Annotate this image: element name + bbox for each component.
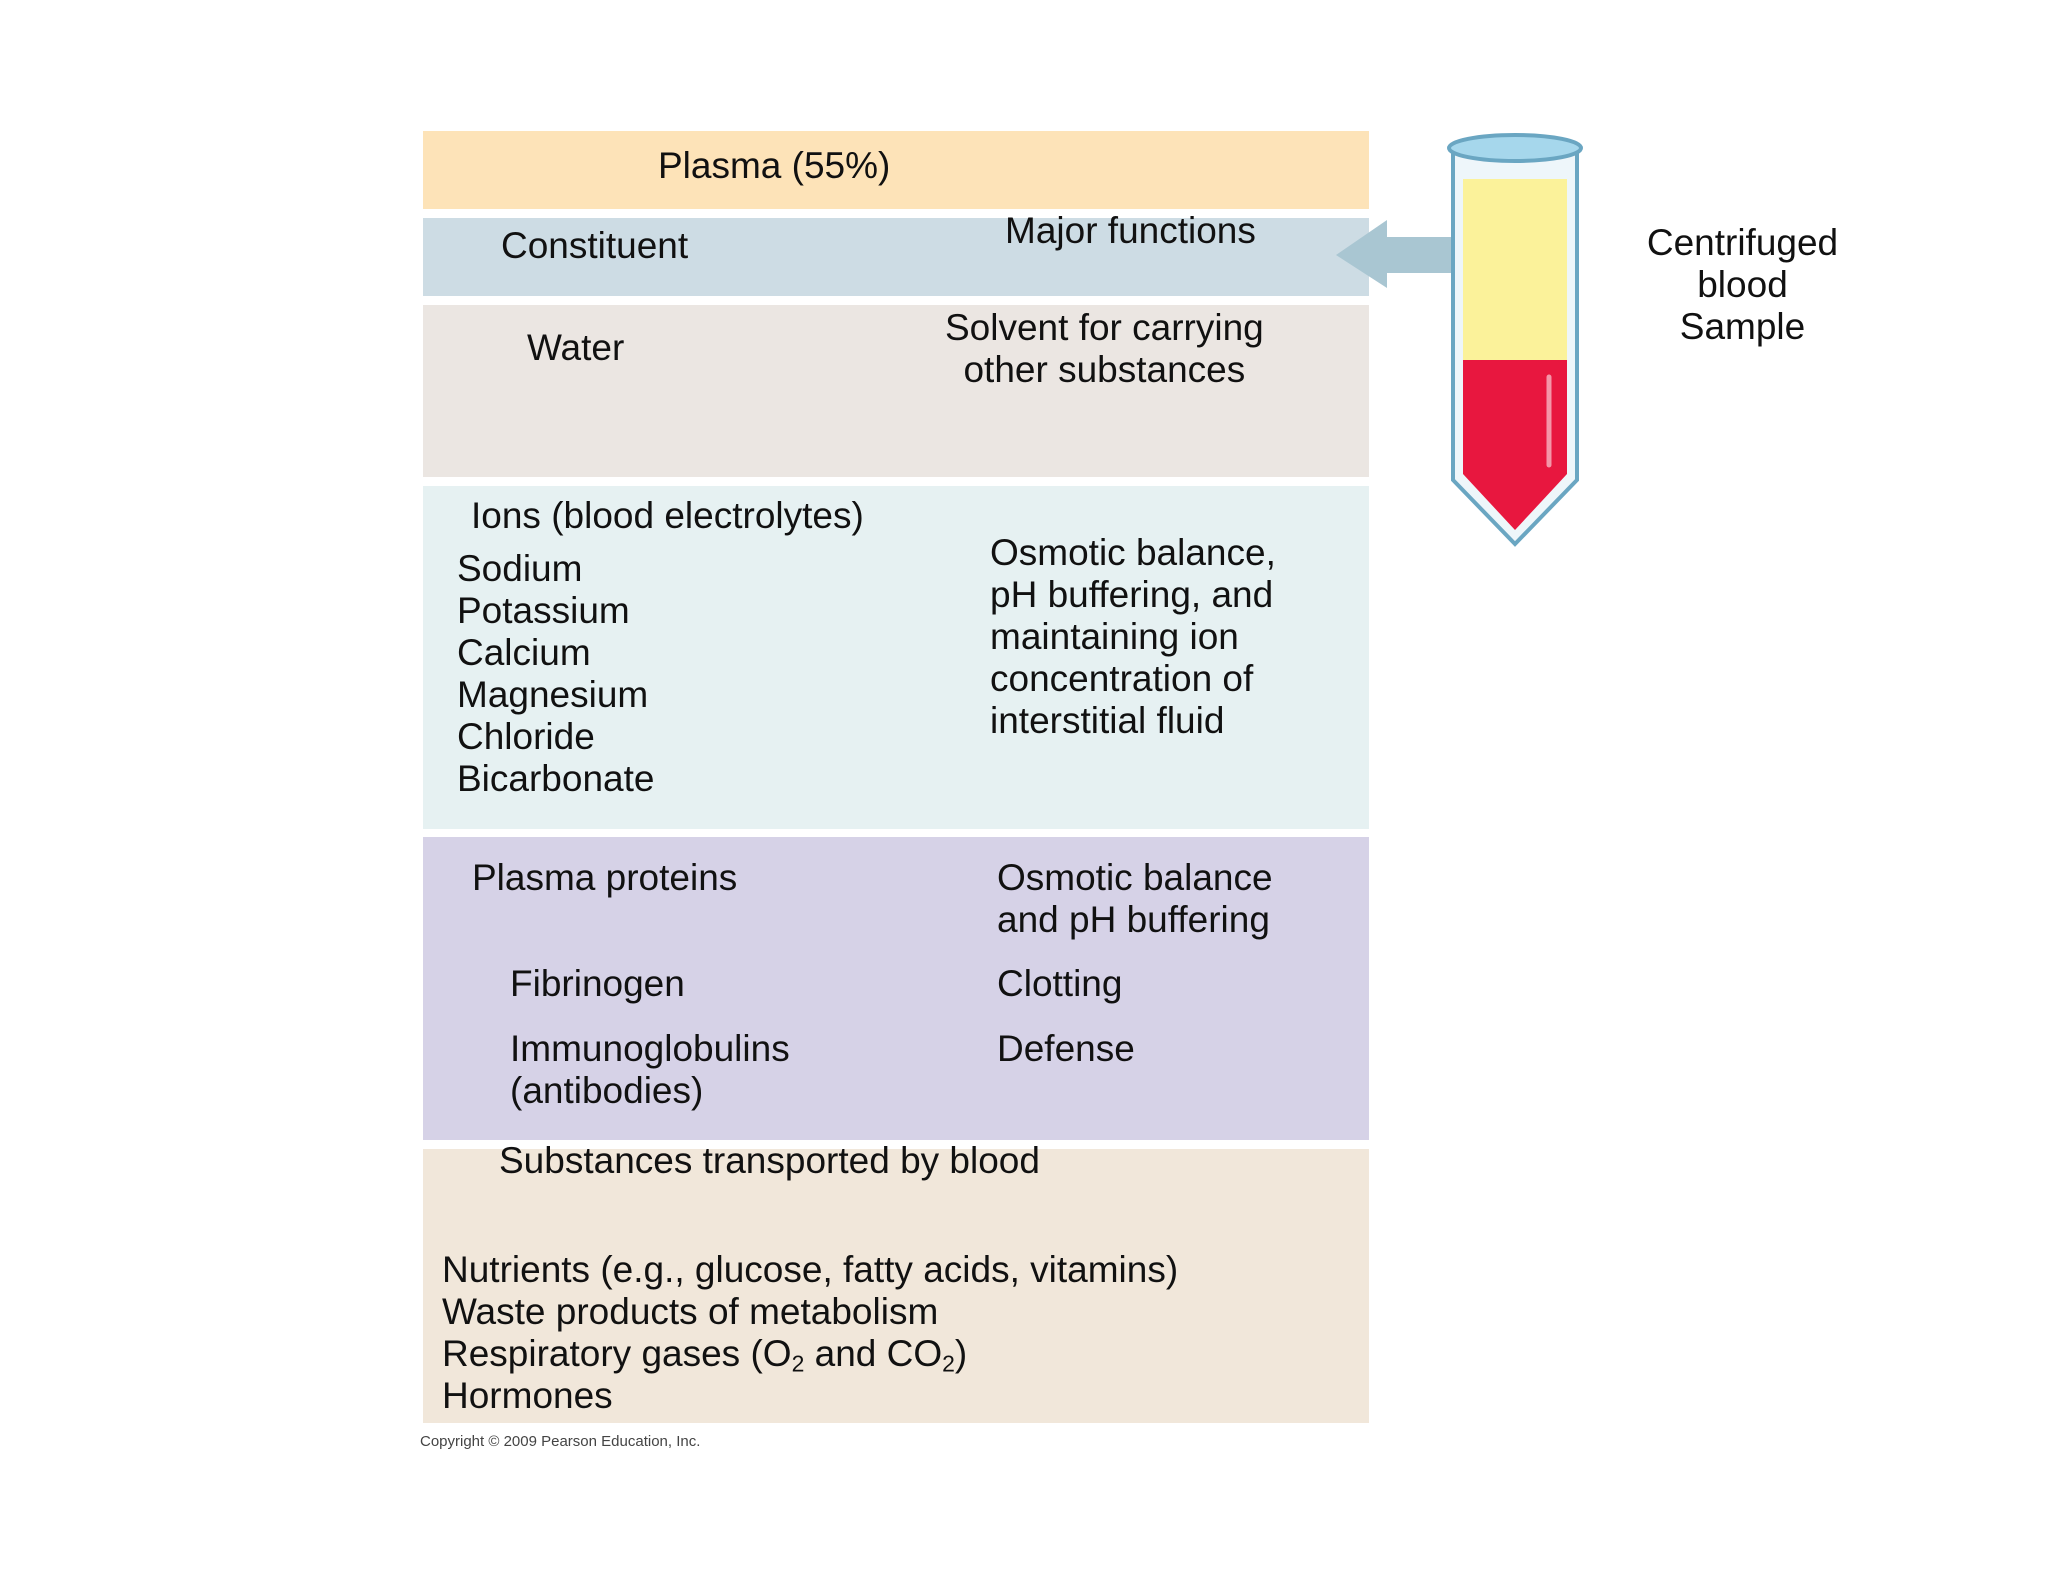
centrifuged-tube-illustration xyxy=(1336,133,1583,547)
waste-item: Waste products of metabolism xyxy=(442,1291,939,1332)
ion-item: Bicarbonate xyxy=(457,758,655,799)
ions-function: Osmotic balance, pH buffering, and maint… xyxy=(990,532,1276,742)
water-function-line: Solvent for carrying xyxy=(945,307,1264,348)
ion-item: Calcium xyxy=(457,632,591,673)
ion-item: Sodium xyxy=(457,548,583,589)
plasma-header-band xyxy=(423,131,1369,209)
tube-opening xyxy=(1447,133,1583,163)
clotting-label: Clotting xyxy=(997,963,1123,1004)
left-arrow-icon xyxy=(1336,220,1455,288)
gases-text: ) xyxy=(954,1333,968,1374)
gases-text: Respiratory gases (O xyxy=(442,1333,792,1374)
gases-text: and CO xyxy=(804,1333,943,1374)
proteins-function-line: Osmotic balance xyxy=(997,857,1273,898)
tube-caption-line: Centrifuged xyxy=(1646,222,1839,263)
proteins-function-line: and pH buffering xyxy=(997,899,1270,940)
oxygen-subscript: 2 xyxy=(791,1350,805,1377)
ions-function-line: maintaining ion xyxy=(990,616,1239,657)
nutrients-item: Nutrients (e.g., glucose, fatty acids, v… xyxy=(442,1249,1179,1290)
proteins-band xyxy=(423,837,1369,1140)
ions-list: Sodium Potassium Calcium Magnesium Chlor… xyxy=(457,548,654,800)
gases-item: Respiratory gases (O2 and CO2) xyxy=(442,1333,1178,1375)
water-function: Solvent for carrying other substances xyxy=(945,307,1264,391)
transported-heading: Substances transported by blood xyxy=(499,1140,1040,1181)
ion-item: Potassium xyxy=(457,590,630,631)
ions-function-line: interstitial fluid xyxy=(990,700,1225,741)
tube-caption: Centrifuged blood Sample xyxy=(1600,222,1885,348)
water-band xyxy=(423,305,1369,477)
immunoglobulins-label: Immunoglobulins (antibodies) xyxy=(510,1028,790,1112)
tube-plasma-layer xyxy=(1463,179,1567,360)
copyright-notice: Copyright © 2009 Pearson Education, Inc. xyxy=(420,1433,701,1450)
tube-caption-line: blood xyxy=(1697,264,1788,305)
ion-item: Magnesium xyxy=(457,674,649,715)
transported-list: Nutrients (e.g., glucose, fatty acids, v… xyxy=(442,1249,1178,1417)
water-function-line: other substances xyxy=(963,349,1246,390)
water-label: Water xyxy=(527,327,625,368)
immunoglobulins-line: Immunoglobulins xyxy=(510,1028,790,1069)
hormones-item: Hormones xyxy=(442,1375,613,1416)
proteins-function: Osmotic balance and pH buffering xyxy=(997,857,1273,941)
defense-label: Defense xyxy=(997,1028,1135,1069)
tube-caption-line: Sample xyxy=(1679,306,1806,347)
transported-band xyxy=(423,1149,1369,1423)
ions-band xyxy=(423,486,1369,829)
ion-item: Chloride xyxy=(457,716,595,757)
constituent-column-heading: Constituent xyxy=(501,225,689,266)
ions-function-line: pH buffering, and xyxy=(990,574,1274,615)
immunoglobulins-line: (antibodies) xyxy=(510,1070,704,1111)
carbon-dioxide-subscript: 2 xyxy=(942,1350,955,1377)
proteins-heading: Plasma proteins xyxy=(472,857,738,898)
fibrinogen-label: Fibrinogen xyxy=(510,963,685,1004)
tube-cell-layer xyxy=(1463,360,1567,530)
ions-function-line: Osmotic balance, xyxy=(990,532,1276,573)
column-header-band xyxy=(423,218,1369,296)
ions-function-line: concentration of xyxy=(990,658,1254,699)
ions-heading: Ions (blood electrolytes) xyxy=(471,495,864,536)
functions-column-heading: Major functions xyxy=(1005,210,1256,251)
plasma-header-title: Plasma (55%) xyxy=(658,145,891,186)
